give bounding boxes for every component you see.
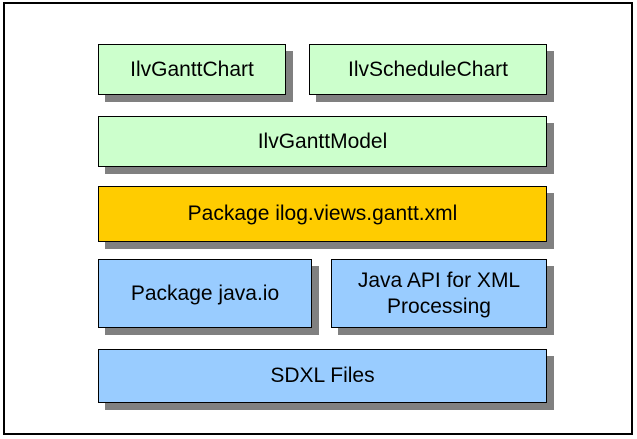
box-ilvganttchart: IlvGanttChart	[98, 44, 286, 95]
box-ilvganttchart-label: IlvGanttChart	[130, 57, 254, 81]
box-package-ilog-views-gantt-xml: Package ilog.views.gantt.xml	[98, 186, 547, 242]
box-ilvganttmodel: IlvGanttModel	[98, 116, 547, 167]
box-ilvschedulechart: IlvScheduleChart	[309, 44, 547, 95]
box-package-ilog-views-gantt-xml-label: Package ilog.views.gantt.xml	[187, 202, 458, 225]
box-sdxl-files: SDXL Files	[98, 349, 547, 403]
diagram-frame: IlvGanttChart IlvScheduleChart IlvGanttM…	[3, 2, 633, 435]
box-java-api-for-xml-processing: Java API for XML Processing	[331, 259, 547, 328]
box-sdxl-files-label: SDXL Files	[270, 364, 375, 387]
box-java-api-for-xml-processing-label: Java API for XML Processing	[357, 268, 521, 318]
box-ilvganttmodel-label: IlvGanttModel	[257, 129, 388, 153]
box-ilvschedulechart-label: IlvScheduleChart	[348, 57, 508, 81]
box-package-java-io: Package java.io	[98, 259, 312, 328]
box-package-java-io-label: Package java.io	[130, 281, 280, 305]
